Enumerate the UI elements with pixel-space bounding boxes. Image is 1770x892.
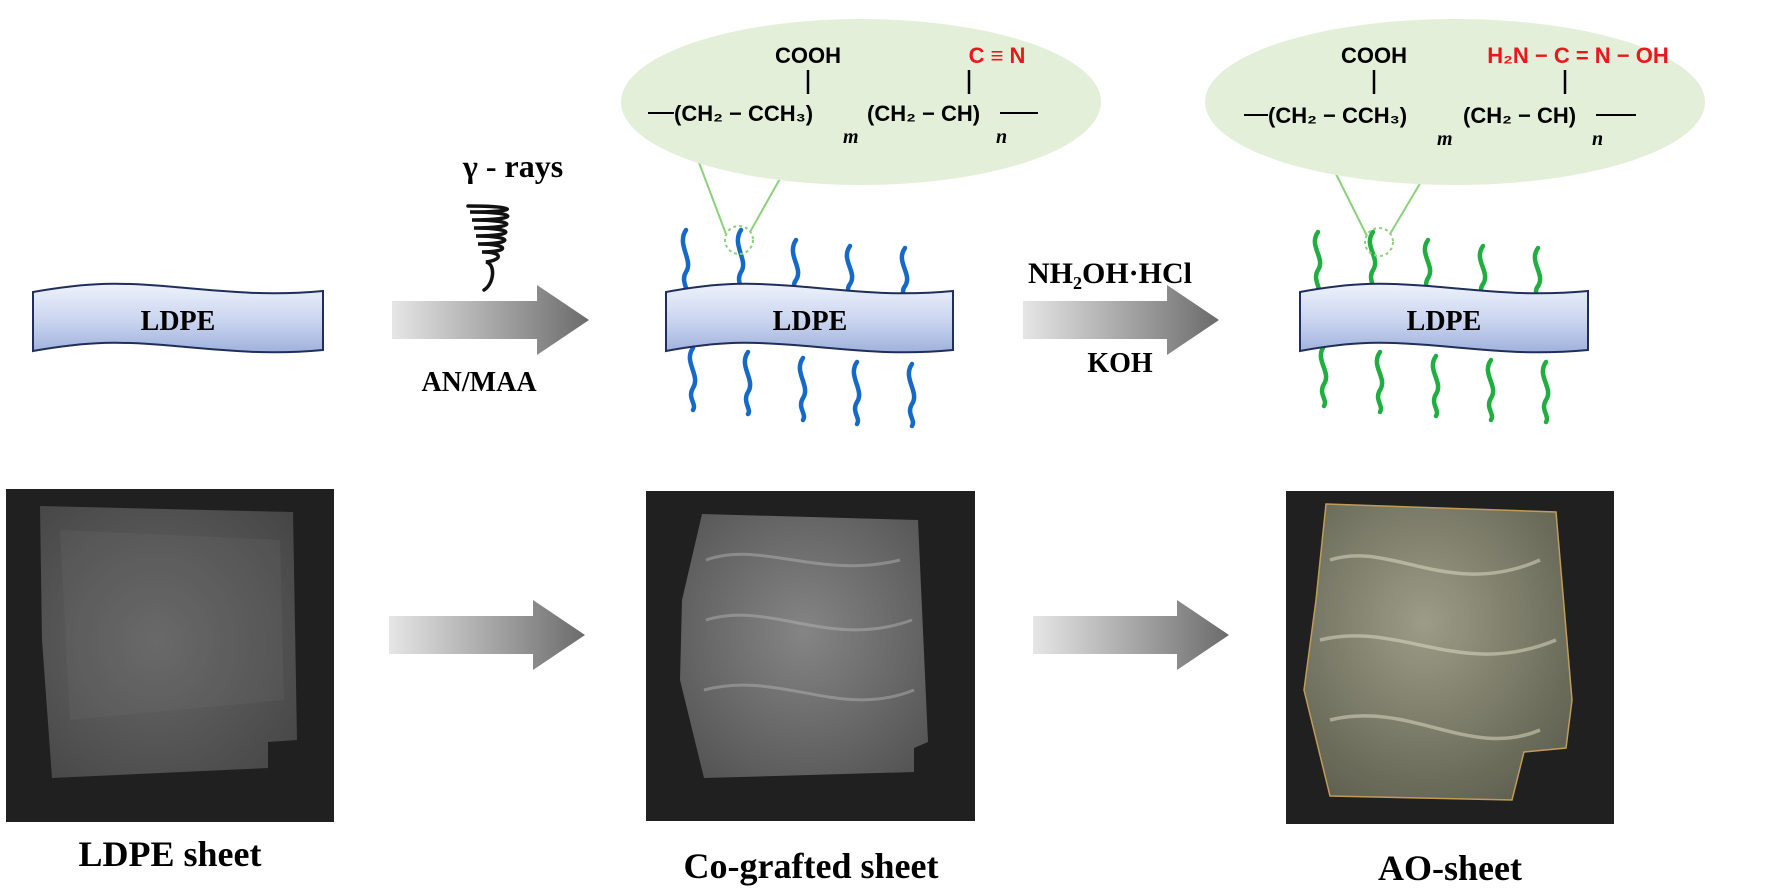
ldpe-film-plain-label: LDPE <box>141 306 216 337</box>
arrow-irradiation-step <box>392 285 589 355</box>
nitrile-group: C ≡ N <box>969 43 1026 68</box>
radiation-wave-icon <box>466 204 510 292</box>
subscript-n-2: n <box>1592 128 1603 150</box>
arrow-amidoximation-step <box>1023 285 1219 355</box>
structure-bubble-cografted: COOH C ≡ N (CH₂ − CCH₃) m (CH₂ − CH) n <box>621 19 1101 185</box>
cooh-group-1: COOH <box>775 43 841 68</box>
backbone-an-1: (CH₂ − CH) <box>867 101 980 126</box>
ao-film-label: LDPE <box>1407 306 1482 337</box>
backbone-maa-1: (CH₂ − CCH₃) <box>674 101 813 126</box>
backbone-ao-2: (CH₂ − CH) <box>1463 103 1576 128</box>
caption-ao-sheet: AO-sheet <box>1378 848 1522 888</box>
cooh-group-2: COOH <box>1341 43 1407 68</box>
reagent-hydroxylamine-label: NH₂OH·HCl <box>1028 257 1192 290</box>
zoom-circle-1 <box>724 225 754 255</box>
photo-ldpe-sheet <box>6 489 334 822</box>
subscript-m-1: m <box>843 126 859 148</box>
ao-film: LDPE <box>1299 159 1589 425</box>
backbone-maa-2: (CH₂ − CCH₃) <box>1268 103 1407 128</box>
reagent-koh-label: KOH <box>1087 348 1153 379</box>
zoom-circle-2 <box>1364 227 1394 257</box>
photo-ao-sheet <box>1286 491 1614 824</box>
caption-ldpe-sheet: LDPE sheet <box>79 834 262 874</box>
co-grafted-film: LDPE <box>665 151 954 429</box>
caption-co-grafted-sheet: Co-grafted sheet <box>684 846 939 886</box>
photo-co-grafted-sheet <box>646 491 975 821</box>
arrow-photo-2-to-3 <box>1033 600 1229 670</box>
structure-bubble-amidoxime: COOH H₂N − C = N − OH (CH₂ − CCH₃) m (CH… <box>1205 19 1705 185</box>
ldpe-film-plain: LDPE <box>32 282 324 354</box>
co-grafted-film-label: LDPE <box>773 306 848 337</box>
subscript-n-1: n <box>996 126 1007 148</box>
monomer-label: AN/MAA <box>421 367 537 398</box>
subscript-m-2: m <box>1437 128 1453 150</box>
gamma-rays-label: γ - rays <box>462 148 563 184</box>
amidoxime-group: H₂N − C = N − OH <box>1487 43 1669 68</box>
grafted-chains-blue <box>680 227 917 429</box>
arrow-photo-1-to-2 <box>389 600 585 670</box>
